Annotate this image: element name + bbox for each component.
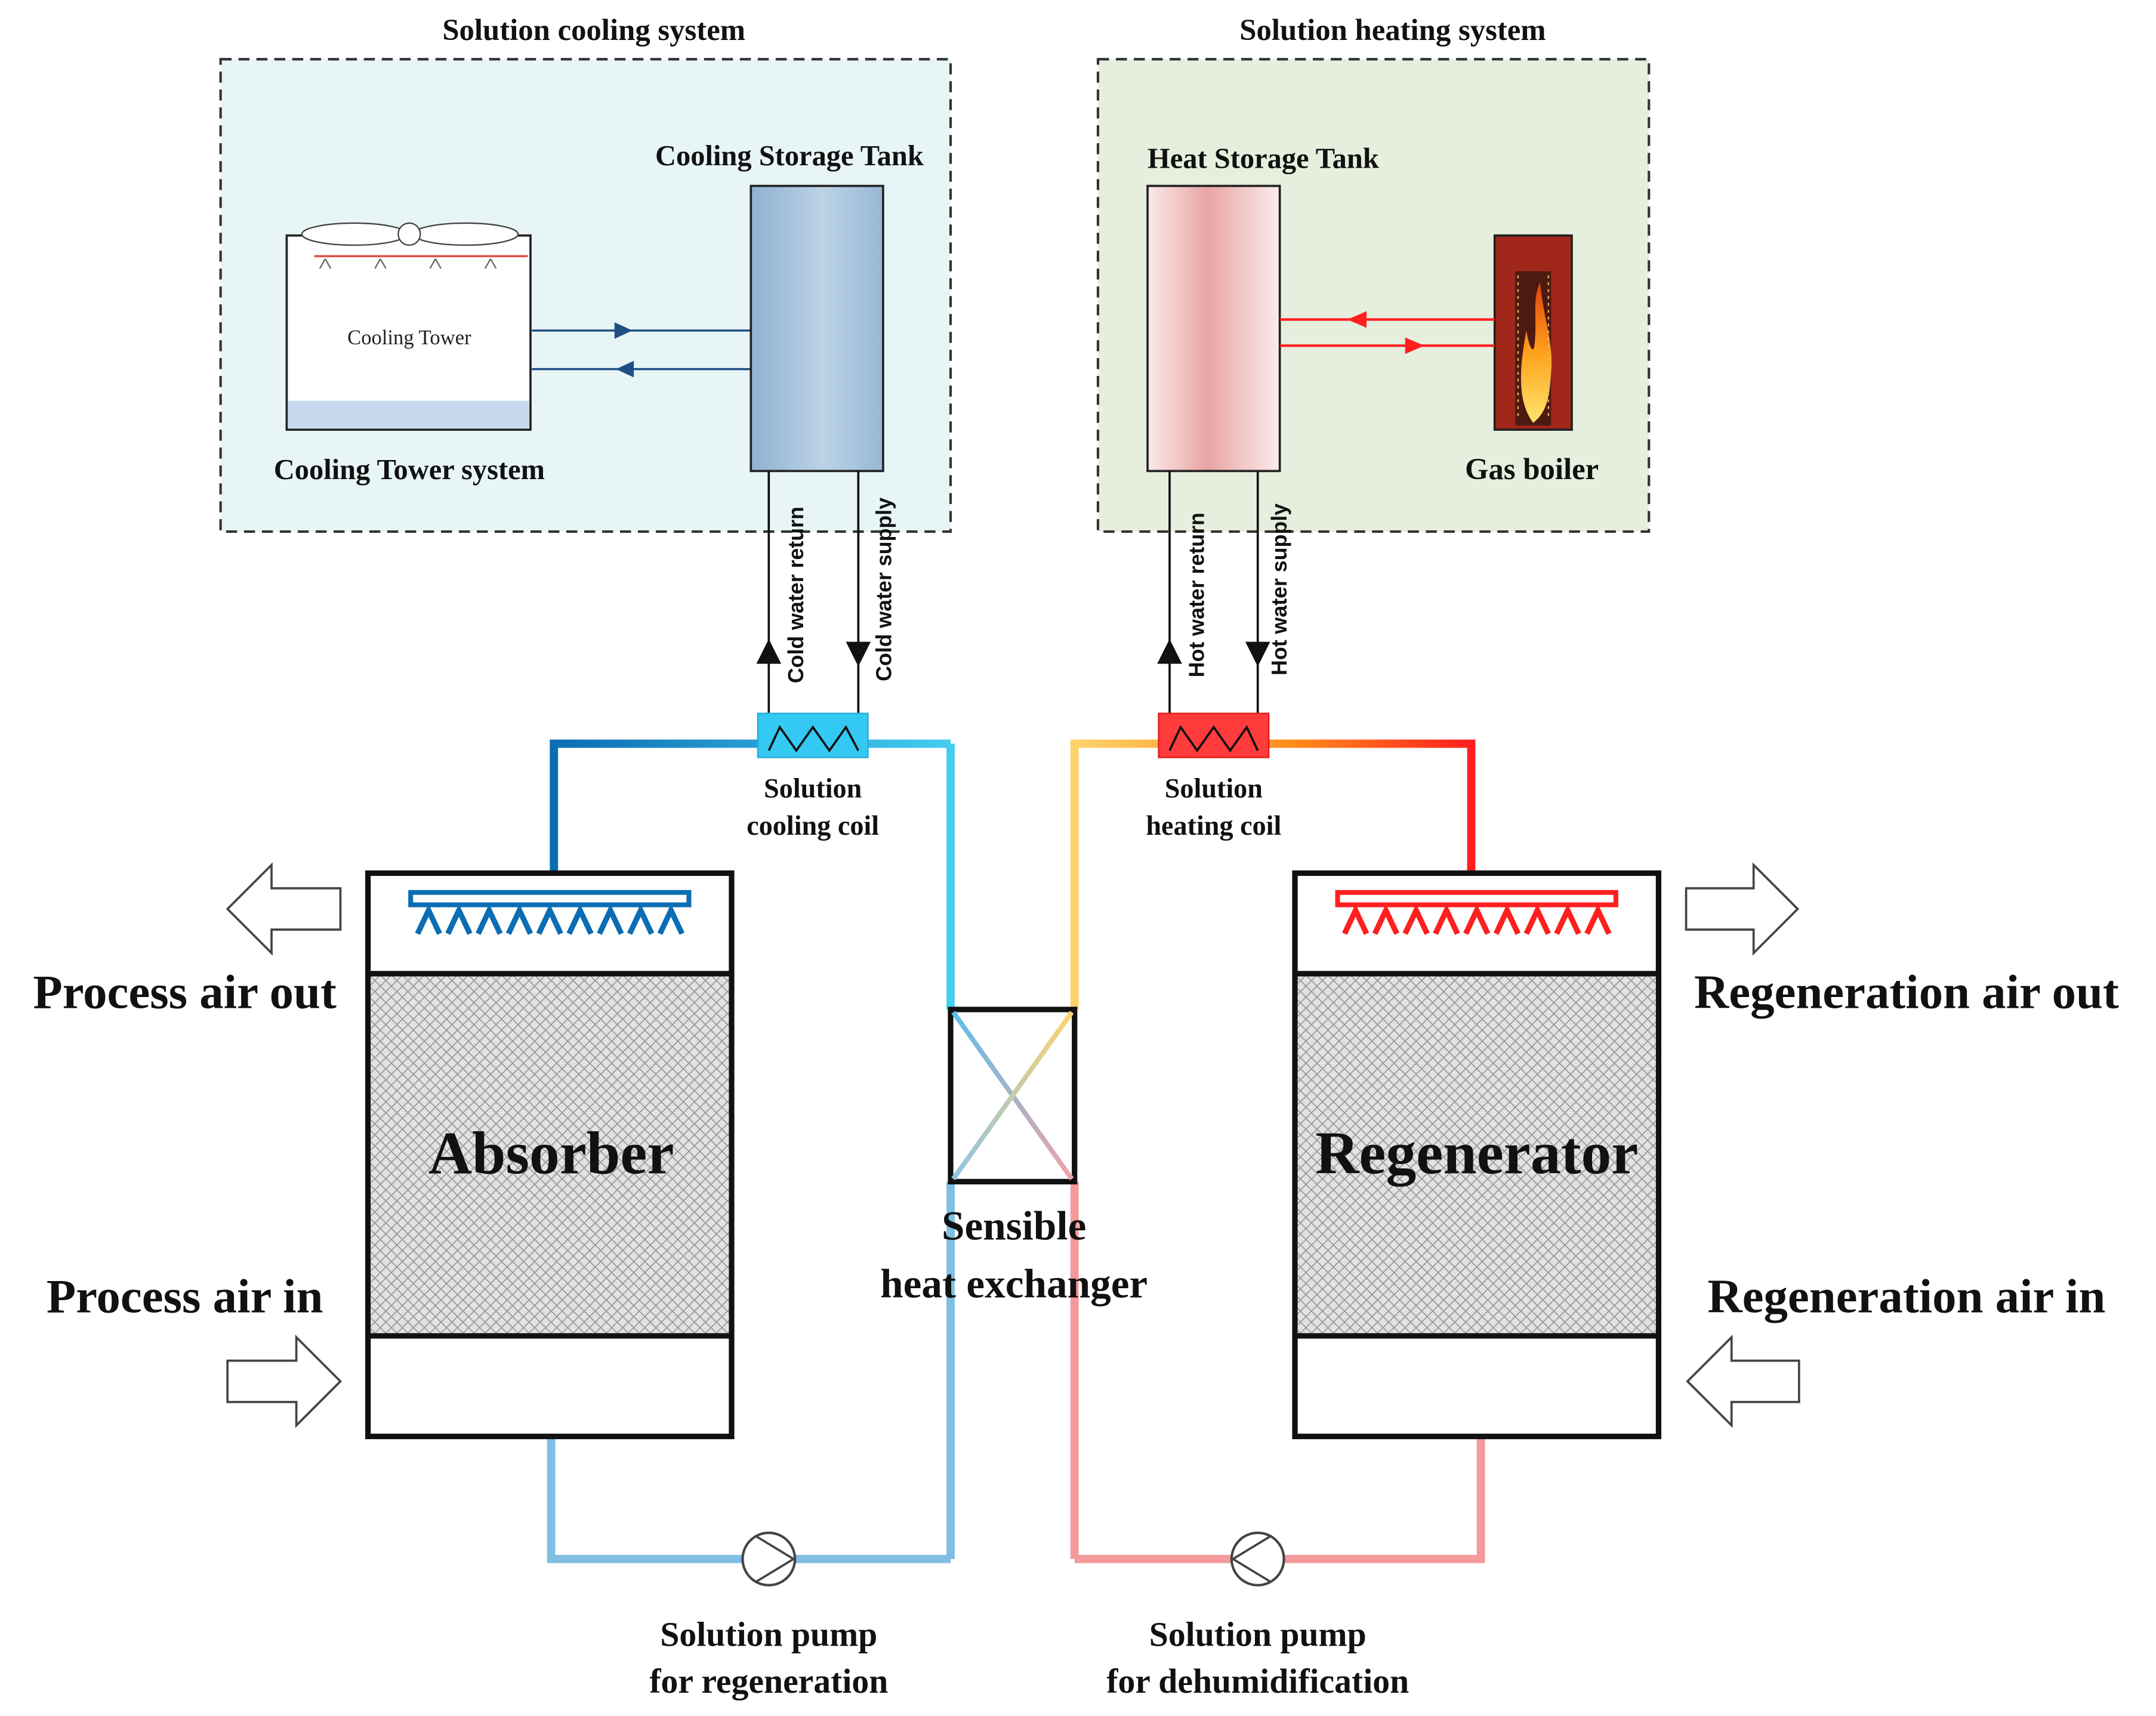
heating-coil-label-line1: Solution bbox=[1165, 773, 1263, 803]
cold-water-lines: Cold water return Cold water supply bbox=[756, 471, 896, 751]
hot-water-supply-label: Hot water supply bbox=[1267, 504, 1291, 675]
sensible-heat-exchanger: Sensible heat exchanger bbox=[880, 1007, 1148, 1306]
pump-regeneration-label-line1: Solution pump bbox=[660, 1616, 877, 1653]
heat-storage-tank-label: Heat Storage Tank bbox=[1148, 143, 1379, 175]
solution-heating-coil: Solution heating coil bbox=[1146, 712, 1281, 841]
cooling-coil-label-line1: Solution bbox=[764, 773, 862, 803]
absorber: Absorber bbox=[365, 870, 735, 1440]
pump-regeneration-label-line2: for regeneration bbox=[649, 1663, 888, 1700]
cooling-tower-label: Cooling Tower bbox=[347, 326, 471, 349]
solution-heating-system: Solution heating system Heat Storage Tan… bbox=[1096, 13, 1651, 533]
regeneration-air-out-label: Regeneration air out bbox=[1694, 966, 2119, 1019]
process-air-out-arrow bbox=[226, 862, 342, 956]
regeneration-air-in-label: Regeneration air in bbox=[1707, 1270, 2105, 1323]
gas-boiler bbox=[1493, 234, 1573, 431]
solution-cooling-coil: Solution cooling coil bbox=[747, 712, 879, 841]
pump-dehumidification-label-line1: Solution pump bbox=[1149, 1616, 1367, 1653]
regeneration-air-out-arrow bbox=[1685, 862, 1800, 956]
solution-cooling-system: Solution cooling system Cooling Tower Co… bbox=[219, 13, 952, 533]
cooling-system-title: Solution cooling system bbox=[442, 13, 745, 47]
process-air-out-label: Process air out bbox=[33, 966, 337, 1019]
cold-water-return-label: Cold water return bbox=[784, 507, 808, 683]
heating-coil-label-line2: heating coil bbox=[1146, 810, 1281, 841]
cooling-coil-label-line2: cooling coil bbox=[747, 810, 879, 841]
cooling-storage-tank-label: Cooling Storage Tank bbox=[655, 140, 924, 172]
solution-pump-regeneration: Solution pump for regeneration bbox=[649, 1531, 888, 1700]
regenerator: Regenerator bbox=[1292, 870, 1662, 1440]
heat-exchanger-label-line2: heat exchanger bbox=[880, 1260, 1148, 1306]
heating-system-title: Solution heating system bbox=[1239, 13, 1546, 47]
heat-storage-tank bbox=[1146, 184, 1281, 473]
process-air-in-label: Process air in bbox=[47, 1270, 323, 1323]
hot-water-lines: Hot water return Hot water supply bbox=[1157, 471, 1291, 751]
regeneration-air-in-arrow bbox=[1686, 1334, 1800, 1428]
cooling-tower-system-label: Cooling Tower system bbox=[274, 454, 545, 486]
gas-boiler-label: Gas boiler bbox=[1465, 452, 1599, 486]
process-air-in-arrow bbox=[226, 1334, 343, 1428]
hot-water-return-label: Hot water return bbox=[1185, 513, 1209, 677]
solution-pump-dehumidification: Solution pump for dehumidification bbox=[1106, 1531, 1409, 1700]
cooling-tower: Cooling Tower bbox=[285, 222, 532, 431]
cold-water-supply-label: Cold water supply bbox=[872, 498, 896, 681]
absorber-label: Absorber bbox=[428, 1119, 674, 1187]
heat-exchanger-label-line1: Sensible bbox=[942, 1202, 1086, 1248]
regenerator-label: Regenerator bbox=[1315, 1119, 1638, 1187]
cooling-storage-tank bbox=[749, 184, 884, 473]
pump-dehumidification-label-line2: for dehumidification bbox=[1106, 1663, 1409, 1700]
